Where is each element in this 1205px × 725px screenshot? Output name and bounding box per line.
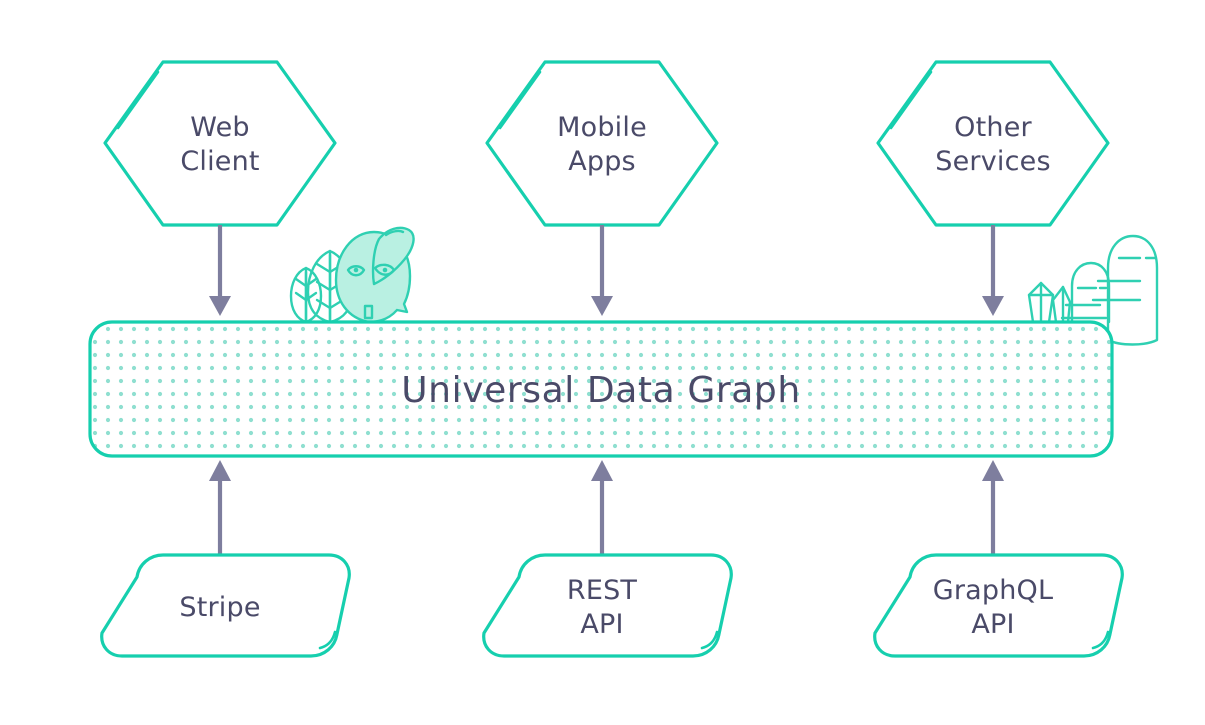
bird-mascot-icon [334, 226, 415, 324]
node-rest-api-line2: API [580, 609, 623, 640]
node-other-services-line2: Services [935, 146, 1050, 177]
cactus-icon [1060, 234, 1159, 346]
node-mobile-apps-line1: Mobile [557, 112, 647, 143]
node-stripe[interactable]: Stripe [100, 553, 351, 658]
node-mobile-apps[interactable]: Mobile Apps [485, 60, 719, 227]
node-mobile-apps-line2: Apps [568, 146, 636, 177]
arrow-rest-api-up [591, 460, 613, 556]
universal-data-graph-label: Universal Data Graph [401, 370, 801, 411]
node-graphql-api[interactable]: GraphQL API [873, 553, 1124, 658]
node-stripe-label: Stripe [179, 592, 260, 623]
universal-data-graph-band: Universal Data Graph [88, 320, 1114, 458]
node-rest-api[interactable]: REST API [482, 553, 733, 658]
arrow-mobile-apps-down [591, 225, 613, 316]
arrow-other-services-down [982, 225, 1004, 316]
node-rest-api-line1: REST [567, 575, 638, 606]
node-graphql-api-line2: API [971, 609, 1014, 640]
node-web-client[interactable]: Web Client [103, 60, 337, 227]
arrow-graphql-api-up [982, 460, 1004, 556]
node-web-client-line2: Client [180, 146, 259, 177]
node-other-services-line1: Other [954, 112, 1032, 143]
node-graphql-api-line1: GraphQL [933, 575, 1054, 606]
arrow-stripe-up [209, 460, 231, 556]
node-web-client-line1: Web [190, 112, 249, 143]
arrow-web-client-down [209, 225, 231, 316]
node-other-services[interactable]: Other Services [876, 60, 1110, 227]
crystal-icon [1027, 281, 1072, 324]
